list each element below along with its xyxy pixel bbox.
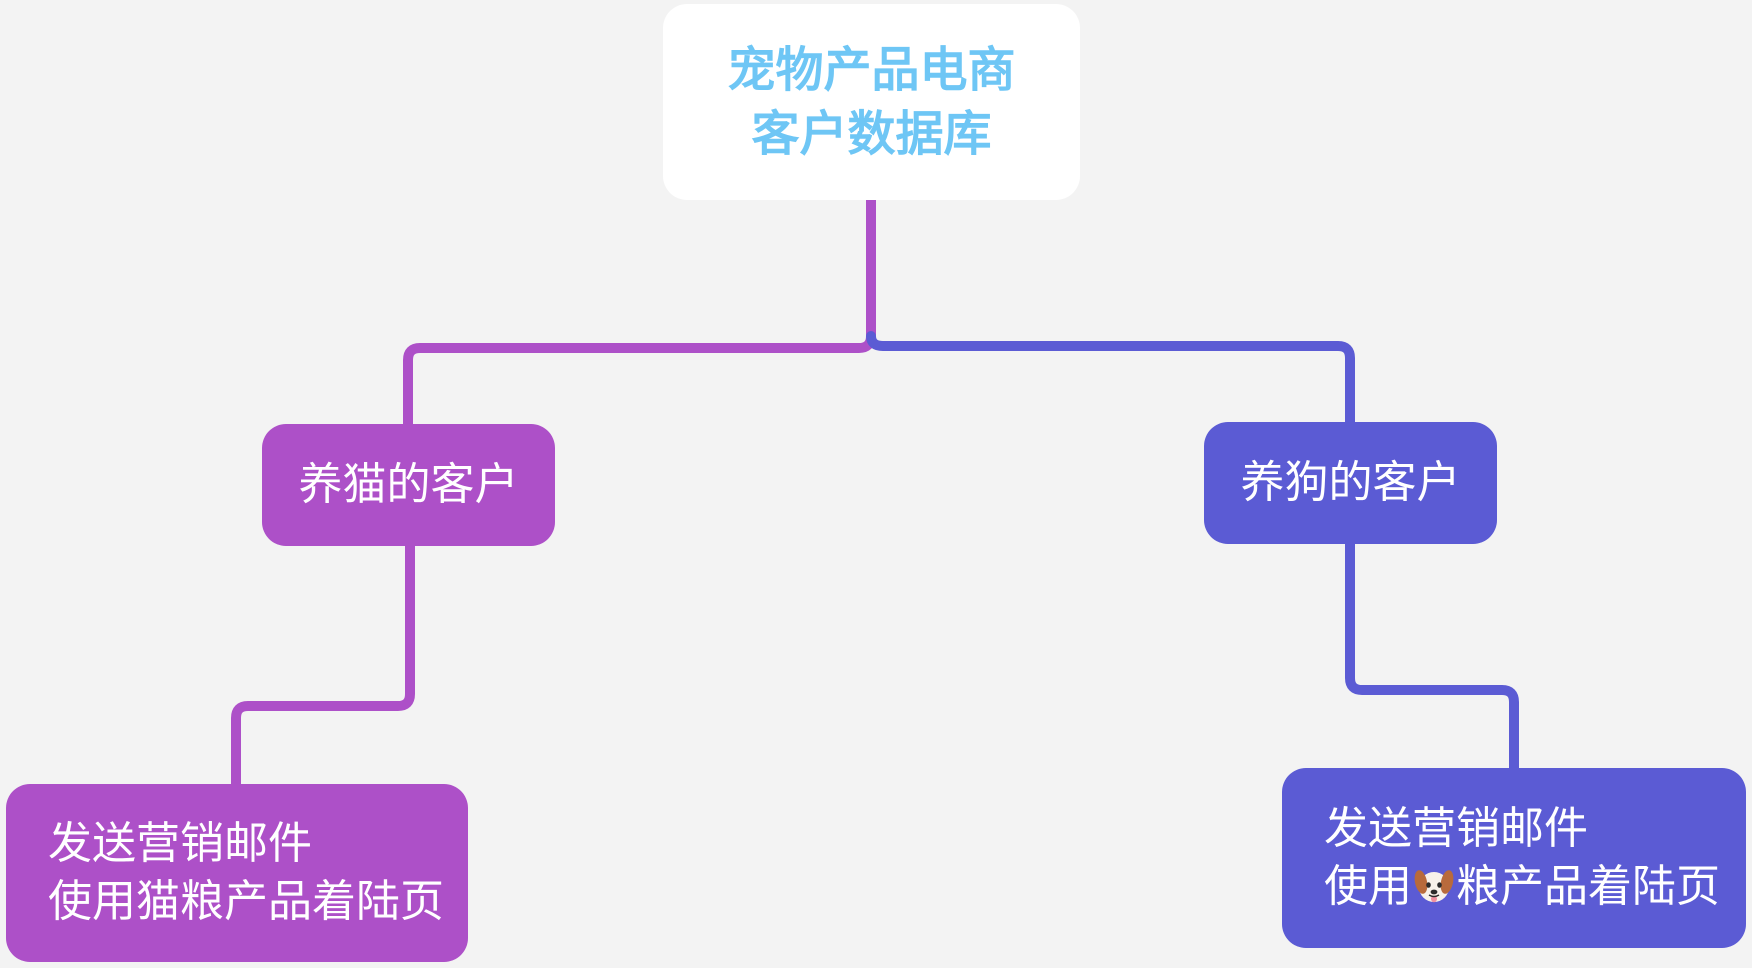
dog-action-line2: 使用 粮产品着陆页 xyxy=(1324,858,1720,916)
connector-cat-to-action xyxy=(231,541,415,789)
dog-action-line2-suffix: 粮产品着陆页 xyxy=(1456,861,1720,912)
dog-action-line1: 发送营销邮件 xyxy=(1324,803,1588,854)
root-title-line2: 客户数据库 xyxy=(751,106,992,162)
dog-action-node[interactable]: 发送营销邮件 使用 粮产品着陆页 xyxy=(1282,768,1746,948)
root-node[interactable]: 宠物产品电商 客户数据库 xyxy=(663,4,1080,200)
connector-root-to-dog xyxy=(866,331,1355,427)
dog-owners-label: 养狗的客户 xyxy=(1240,457,1461,508)
cat-action-line2: 使用猫粮产品着陆页 xyxy=(48,876,444,927)
dog-owners-node[interactable]: 养狗的客户 xyxy=(1204,422,1497,544)
root-title-line1: 宠物产品电商 xyxy=(727,42,1016,98)
dog-face-icon xyxy=(1414,870,1454,903)
cat-action-line1: 发送营销邮件 xyxy=(48,818,312,869)
dog-action-line2-prefix: 使用 xyxy=(1324,861,1412,912)
cat-owners-label: 养猫的客户 xyxy=(298,459,519,510)
connector-root-to-cat xyxy=(403,195,876,429)
cat-action-node[interactable]: 发送营销邮件 使用猫粮产品着陆页 xyxy=(6,784,468,962)
connector-dog-to-action xyxy=(1345,539,1519,773)
cat-owners-node[interactable]: 养猫的客户 xyxy=(262,424,555,546)
